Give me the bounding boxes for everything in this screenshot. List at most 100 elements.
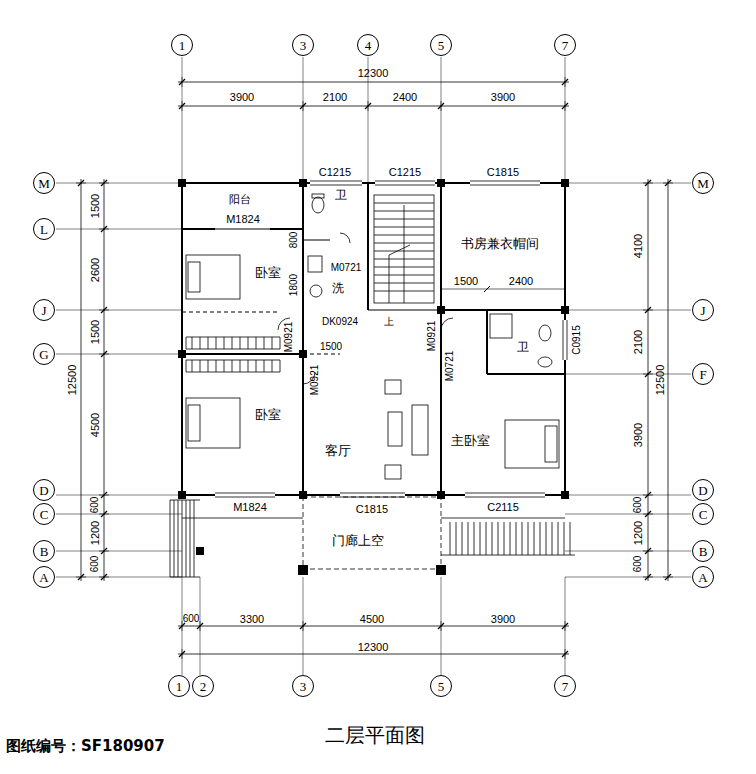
axis-bubble: J	[33, 299, 55, 321]
dimension-line	[648, 179, 649, 581]
axis-bubble: 5	[430, 675, 452, 697]
dimension: 3900	[491, 92, 515, 103]
window-code: C1215	[389, 167, 421, 178]
window-code: C0915	[572, 325, 582, 354]
dimension: 4500	[360, 614, 384, 625]
door-code: M0721	[331, 263, 362, 273]
furniture	[186, 194, 559, 479]
dimension: 600	[183, 614, 200, 624]
dimension: 1200	[90, 521, 101, 545]
window-openings	[215, 183, 565, 495]
axis-label: 4	[365, 39, 372, 52]
axis-bubble: 3	[292, 34, 314, 56]
dimension: 1500	[90, 194, 101, 218]
axis-line	[565, 495, 691, 496]
dimension: 4100	[633, 234, 644, 258]
room-name: 卫	[335, 189, 347, 201]
drawing-number: 图纸编号：SF180907	[6, 737, 165, 756]
axis-bubble: L	[33, 218, 55, 240]
axis-label: J	[41, 304, 46, 317]
dimension: 3900	[491, 614, 515, 625]
room-name: 洗	[332, 282, 344, 294]
axis-label: 1	[179, 39, 186, 52]
axis-label: A	[39, 571, 48, 584]
axis-label: L	[40, 223, 48, 236]
axis-line	[303, 57, 304, 183]
axis-bubble: 4	[357, 34, 379, 56]
axis-line	[56, 495, 182, 496]
axis-line	[182, 577, 183, 675]
axis-line	[565, 374, 691, 375]
door-code: M0921	[284, 322, 294, 353]
axis-bubble: A	[33, 566, 55, 588]
dimension: 2100	[633, 330, 644, 354]
axis-line	[565, 577, 691, 578]
dimension-line	[178, 106, 569, 107]
window-code: C1215	[319, 167, 351, 178]
dimension: 600	[90, 497, 100, 514]
axis-bubble: D	[692, 479, 714, 501]
dimension: 12500	[655, 365, 666, 396]
axis-label: 2	[200, 680, 207, 693]
stair	[374, 195, 434, 303]
axis-label: A	[698, 571, 707, 584]
area-note: 门廊上空	[332, 534, 384, 547]
axis-label: 7	[562, 39, 569, 52]
window-code: C1815	[487, 167, 519, 178]
room-name: 卫	[517, 341, 529, 353]
dimension: 1500	[454, 276, 478, 287]
dimension-tick	[484, 286, 490, 292]
drawing-title: 二层平面图	[325, 722, 425, 749]
dimension: 800	[289, 232, 299, 249]
axis-line	[56, 229, 182, 230]
dimension: 1200	[633, 521, 644, 545]
axis-label: B	[40, 545, 49, 558]
dimension-line	[668, 179, 669, 581]
dimension-line	[178, 626, 569, 627]
axis-line	[565, 551, 691, 552]
columns	[178, 179, 569, 575]
axis-bubble: 7	[554, 675, 576, 697]
axis-bubble: B	[692, 540, 714, 562]
room-name: 主卧室	[451, 434, 490, 447]
axis-label: G	[39, 348, 48, 361]
axis-line	[200, 577, 201, 675]
axis-line	[56, 514, 182, 515]
porch	[170, 497, 575, 577]
axis-bubble: J	[692, 299, 714, 321]
axis-bubble: 3	[292, 675, 314, 697]
dimension: 2400	[393, 92, 417, 103]
axis-label: 1	[176, 680, 183, 693]
axis-bubble: F	[692, 363, 714, 385]
door-code: M0721	[445, 351, 455, 382]
axis-label: 7	[562, 680, 569, 693]
door-code: M0921	[310, 365, 320, 396]
axis-label: J	[700, 304, 705, 317]
room-name: 阳台	[229, 194, 251, 205]
axis-bubble: M	[692, 172, 714, 194]
axis-label: 3	[300, 680, 307, 693]
door-code: M1824	[226, 214, 260, 225]
dimension: 12300	[358, 68, 389, 79]
dimension: 12500	[67, 365, 78, 396]
dimension-line	[81, 179, 82, 581]
dimension: 600	[90, 556, 100, 573]
window-code: C1815	[356, 504, 388, 515]
axis-line	[565, 514, 691, 515]
dimension: 600	[633, 497, 643, 514]
axis-bubble: G	[33, 343, 55, 365]
axis-label: C	[40, 508, 49, 521]
dimension: 3900	[633, 423, 644, 447]
dimension-line	[178, 82, 569, 83]
axis-line	[565, 57, 566, 183]
dimension: 2600	[90, 258, 101, 282]
axis-line	[56, 310, 182, 311]
axis-bubble: 1	[171, 34, 193, 56]
walls	[182, 183, 565, 495]
dimension: 1800	[289, 274, 299, 296]
axis-bubble: B	[33, 540, 55, 562]
axis-bubble: M	[33, 172, 55, 194]
dimension: 2400	[509, 276, 533, 287]
axis-bubble: 7	[554, 34, 576, 56]
